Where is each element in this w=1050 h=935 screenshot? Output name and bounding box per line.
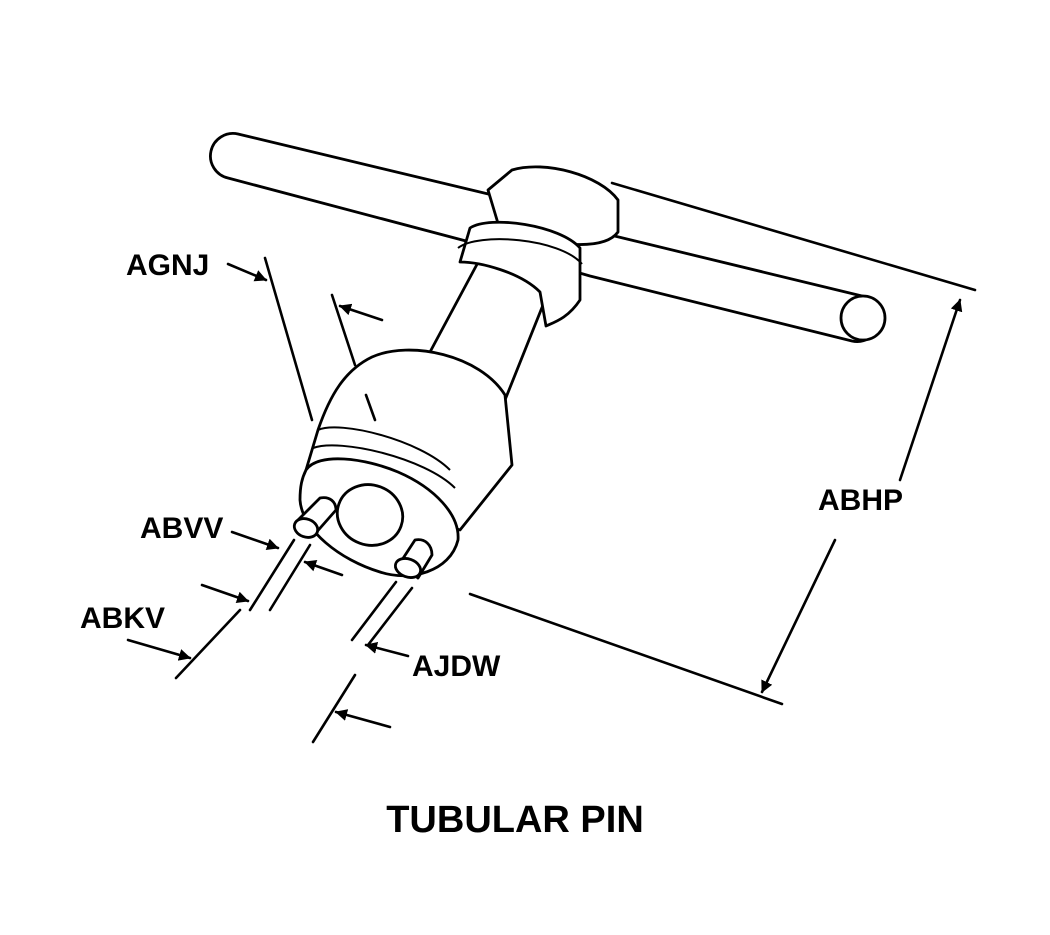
label-abkv: ABKV xyxy=(80,602,165,635)
diagram-caption: TUBULAR PIN xyxy=(386,799,644,841)
tubular-pins xyxy=(292,496,434,580)
label-abhp: ABHP xyxy=(818,484,903,517)
dimension-lines xyxy=(126,181,977,744)
label-agnj: AGNJ xyxy=(126,249,209,282)
label-abvv: ABVV xyxy=(140,512,223,545)
handle-collar xyxy=(457,165,620,328)
label-ajdw: AJDW xyxy=(412,650,501,683)
